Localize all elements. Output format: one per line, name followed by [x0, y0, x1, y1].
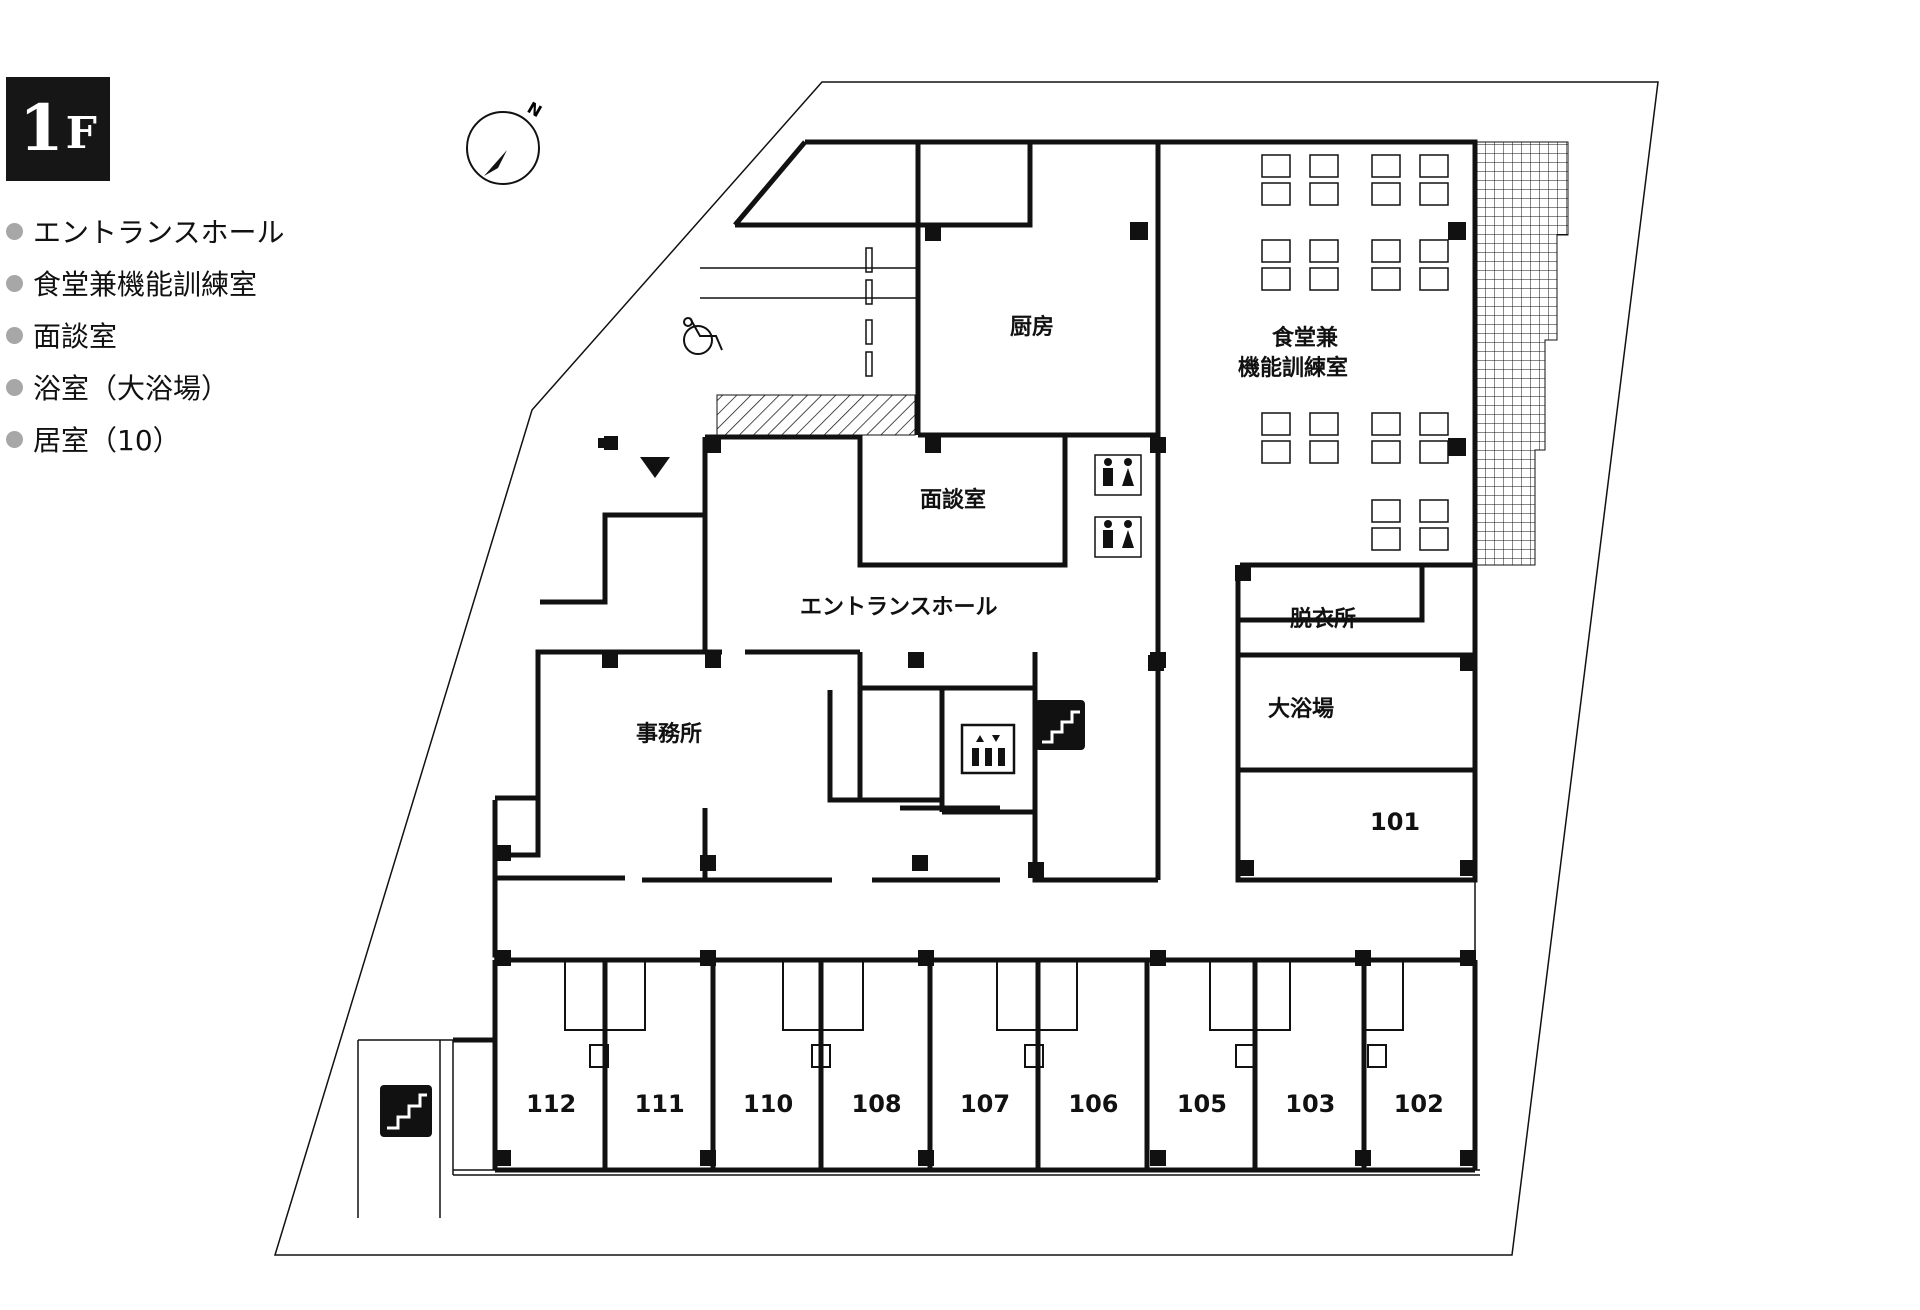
- legend-bullet: [6, 326, 23, 344]
- bedroom-labels: 112 111 110 108 107 106 105 103 102: [526, 1090, 1444, 1118]
- bedroom-partitions: [602, 960, 1367, 1170]
- legend-item-bath: 浴室（大浴場）: [6, 361, 284, 413]
- room-label-entrance-hall: エントランスホール: [800, 595, 998, 620]
- legend-item-interview: 面談室: [6, 309, 284, 361]
- stairs-icon: [380, 1085, 432, 1137]
- room-label-dressing: 脱衣所: [1290, 606, 1356, 632]
- restroom-icon: [1094, 454, 1142, 558]
- room-label-kitchen: 厨房: [1010, 314, 1054, 340]
- compass-needle: [484, 116, 524, 176]
- compass-north-label: N: [524, 98, 545, 121]
- corridor-lines: [357, 880, 1480, 1218]
- stairs-icon: [1035, 700, 1085, 750]
- room-label-bath: 大浴場: [1268, 697, 1334, 722]
- legend-item-label: 面談室: [33, 320, 118, 353]
- dining-tables: [1261, 154, 1449, 551]
- legend-bullet: [6, 274, 23, 292]
- legend-item-dining: 食堂兼機能訓練室: [6, 257, 284, 309]
- paving-grid: [1474, 141, 1569, 566]
- wheelchair-icon: [683, 317, 723, 355]
- room-label-dining: 食堂兼: [1272, 325, 1338, 351]
- room-label-office: 事務所: [636, 721, 702, 747]
- bedroom-number-110: 110: [743, 1090, 793, 1118]
- bedroom-number-107: 107: [960, 1090, 1010, 1118]
- elevator-icon: [960, 723, 1016, 775]
- bedroom-number-111: 111: [635, 1090, 685, 1118]
- room-label-interview: 面談室: [920, 487, 986, 513]
- bedroom-number-105: 105: [1177, 1090, 1227, 1118]
- legend-bullet: [6, 430, 23, 448]
- bedroom-number-102: 102: [1394, 1090, 1444, 1118]
- compass: N: [466, 98, 545, 185]
- room-label-101: 101: [1370, 808, 1420, 836]
- legend-item-label: エントランスホール: [33, 216, 285, 249]
- site-boundary: [273, 81, 1659, 1256]
- bedroom-number-112: 112: [526, 1090, 576, 1118]
- exterior-walls: [492, 139, 1478, 958]
- legend-item-label: 食堂兼機能訓練室: [33, 268, 258, 301]
- compass-ring: [466, 111, 540, 185]
- floor-number: 1: [19, 91, 64, 166]
- wall-pillars: [495, 222, 1476, 1166]
- facility-legend: エントランスホール 食堂兼機能訓練室 面談室 浴室（大浴場） 居室（10）: [6, 205, 284, 465]
- bedroom-fixtures: [564, 959, 1404, 1068]
- entrance-arrow-icon: [640, 457, 670, 478]
- hatched-ramp: [716, 394, 916, 436]
- room-label-dining: 機能訓練室: [1238, 355, 1348, 381]
- legend-item-rooms: 居室（10）: [6, 413, 284, 465]
- bedroom-number-106: 106: [1068, 1090, 1118, 1118]
- legend-bullet: [6, 378, 23, 396]
- bedroom-number-108: 108: [852, 1090, 902, 1118]
- parking-lines: [700, 247, 918, 377]
- legend-bullet: [6, 222, 23, 240]
- legend-item-label: 浴室（大浴場）: [33, 372, 230, 405]
- entrance-marker-square: [604, 436, 618, 450]
- legend-item-entrance: エントランスホール: [6, 205, 284, 257]
- floor-badge: 1 F: [6, 77, 110, 181]
- legend-item-label: 居室（10）: [33, 424, 181, 457]
- bedroom-number-103: 103: [1285, 1090, 1335, 1118]
- floor-letter: F: [65, 108, 97, 159]
